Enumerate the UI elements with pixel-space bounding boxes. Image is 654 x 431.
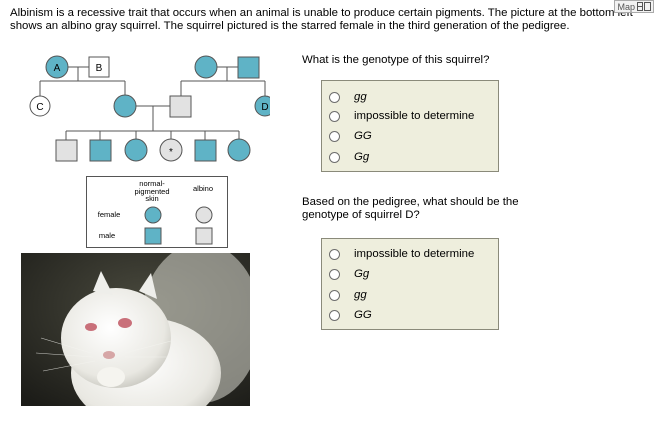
pedigree-gen3-male-1	[56, 140, 77, 161]
q2-option-2-label: Gg	[354, 268, 369, 280]
squirrel-illustration	[21, 253, 250, 406]
pedigree-gen3-female-6	[228, 139, 250, 161]
q2-option-3-label: gg	[354, 289, 367, 301]
pedigree-legend: normal-pigmented skin albino female male	[86, 176, 228, 248]
pedigree-female-right-gen1	[195, 56, 217, 78]
legend-row-male: male	[89, 232, 125, 240]
q1-radio-2[interactable]	[329, 111, 340, 122]
pedigree-chart: A B C D *	[20, 54, 270, 172]
question1-prompt: What is the genotype of this squirrel?	[302, 54, 632, 67]
pedigree-gen3-male-5	[195, 140, 216, 161]
q1-option-2-label: impossible to determine	[354, 110, 474, 122]
legend-male-albino-icon	[195, 227, 213, 245]
q2-radio-1[interactable]	[329, 249, 340, 260]
q1-radio-3[interactable]	[329, 131, 340, 142]
q1-option-3[interactable]: GG	[329, 128, 372, 144]
question2-choices: impossible to determine Gg gg GG	[321, 238, 499, 330]
pedigree-male-gen2-albino	[170, 96, 191, 117]
q2-option-2[interactable]: Gg	[329, 266, 369, 282]
q2-option-1-label: impossible to determine	[354, 248, 474, 260]
label-a: A	[54, 63, 61, 74]
q1-option-4[interactable]: Gg	[329, 149, 369, 165]
map-button[interactable]: Map	[614, 0, 654, 13]
label-d: D	[261, 102, 268, 113]
q1-option-1-label: gg	[354, 91, 367, 103]
pedigree-gen3-female-3	[125, 139, 147, 161]
q2-option-4[interactable]: GG	[329, 307, 372, 323]
pedigree-male-right-gen1	[238, 57, 259, 78]
legend-male-pigmented-icon	[144, 227, 162, 245]
pedigree-female-gen2	[114, 95, 136, 117]
q1-radio-1[interactable]	[329, 92, 340, 103]
q2-radio-3[interactable]	[329, 290, 340, 301]
q2-option-3[interactable]: gg	[329, 287, 367, 303]
q2-radio-2[interactable]	[329, 269, 340, 280]
pedigree-gen3-male-2	[90, 140, 111, 161]
q1-option-4-label: Gg	[354, 151, 369, 163]
q2-radio-4[interactable]	[329, 310, 340, 321]
albino-squirrel-photo	[21, 253, 250, 406]
map-icon	[637, 2, 651, 11]
map-label: Map	[617, 2, 635, 12]
q2-option-4-label: GG	[354, 309, 372, 321]
question2-prompt: Based on the pedigree, what should be th…	[302, 196, 562, 221]
q1-option-1[interactable]: gg	[329, 89, 367, 105]
legend-col-pigmented: normal-pigmented skin	[129, 180, 175, 203]
legend-female-pigmented-icon	[144, 206, 162, 224]
intro-paragraph: Albinism is a recessive trait that occur…	[10, 7, 638, 32]
star-label: *	[169, 147, 173, 158]
q2-option-1[interactable]: impossible to determine	[329, 246, 474, 262]
q1-option-3-label: GG	[354, 130, 372, 142]
label-c: C	[36, 102, 43, 113]
legend-row-female: female	[89, 211, 129, 219]
legend-female-albino-icon	[195, 206, 213, 224]
legend-col-albino: albino	[185, 185, 221, 193]
q1-radio-4[interactable]	[329, 152, 340, 163]
label-b: B	[96, 63, 103, 74]
question1-choices: gg impossible to determine GG Gg	[321, 80, 499, 172]
q1-option-2[interactable]: impossible to determine	[329, 108, 474, 124]
